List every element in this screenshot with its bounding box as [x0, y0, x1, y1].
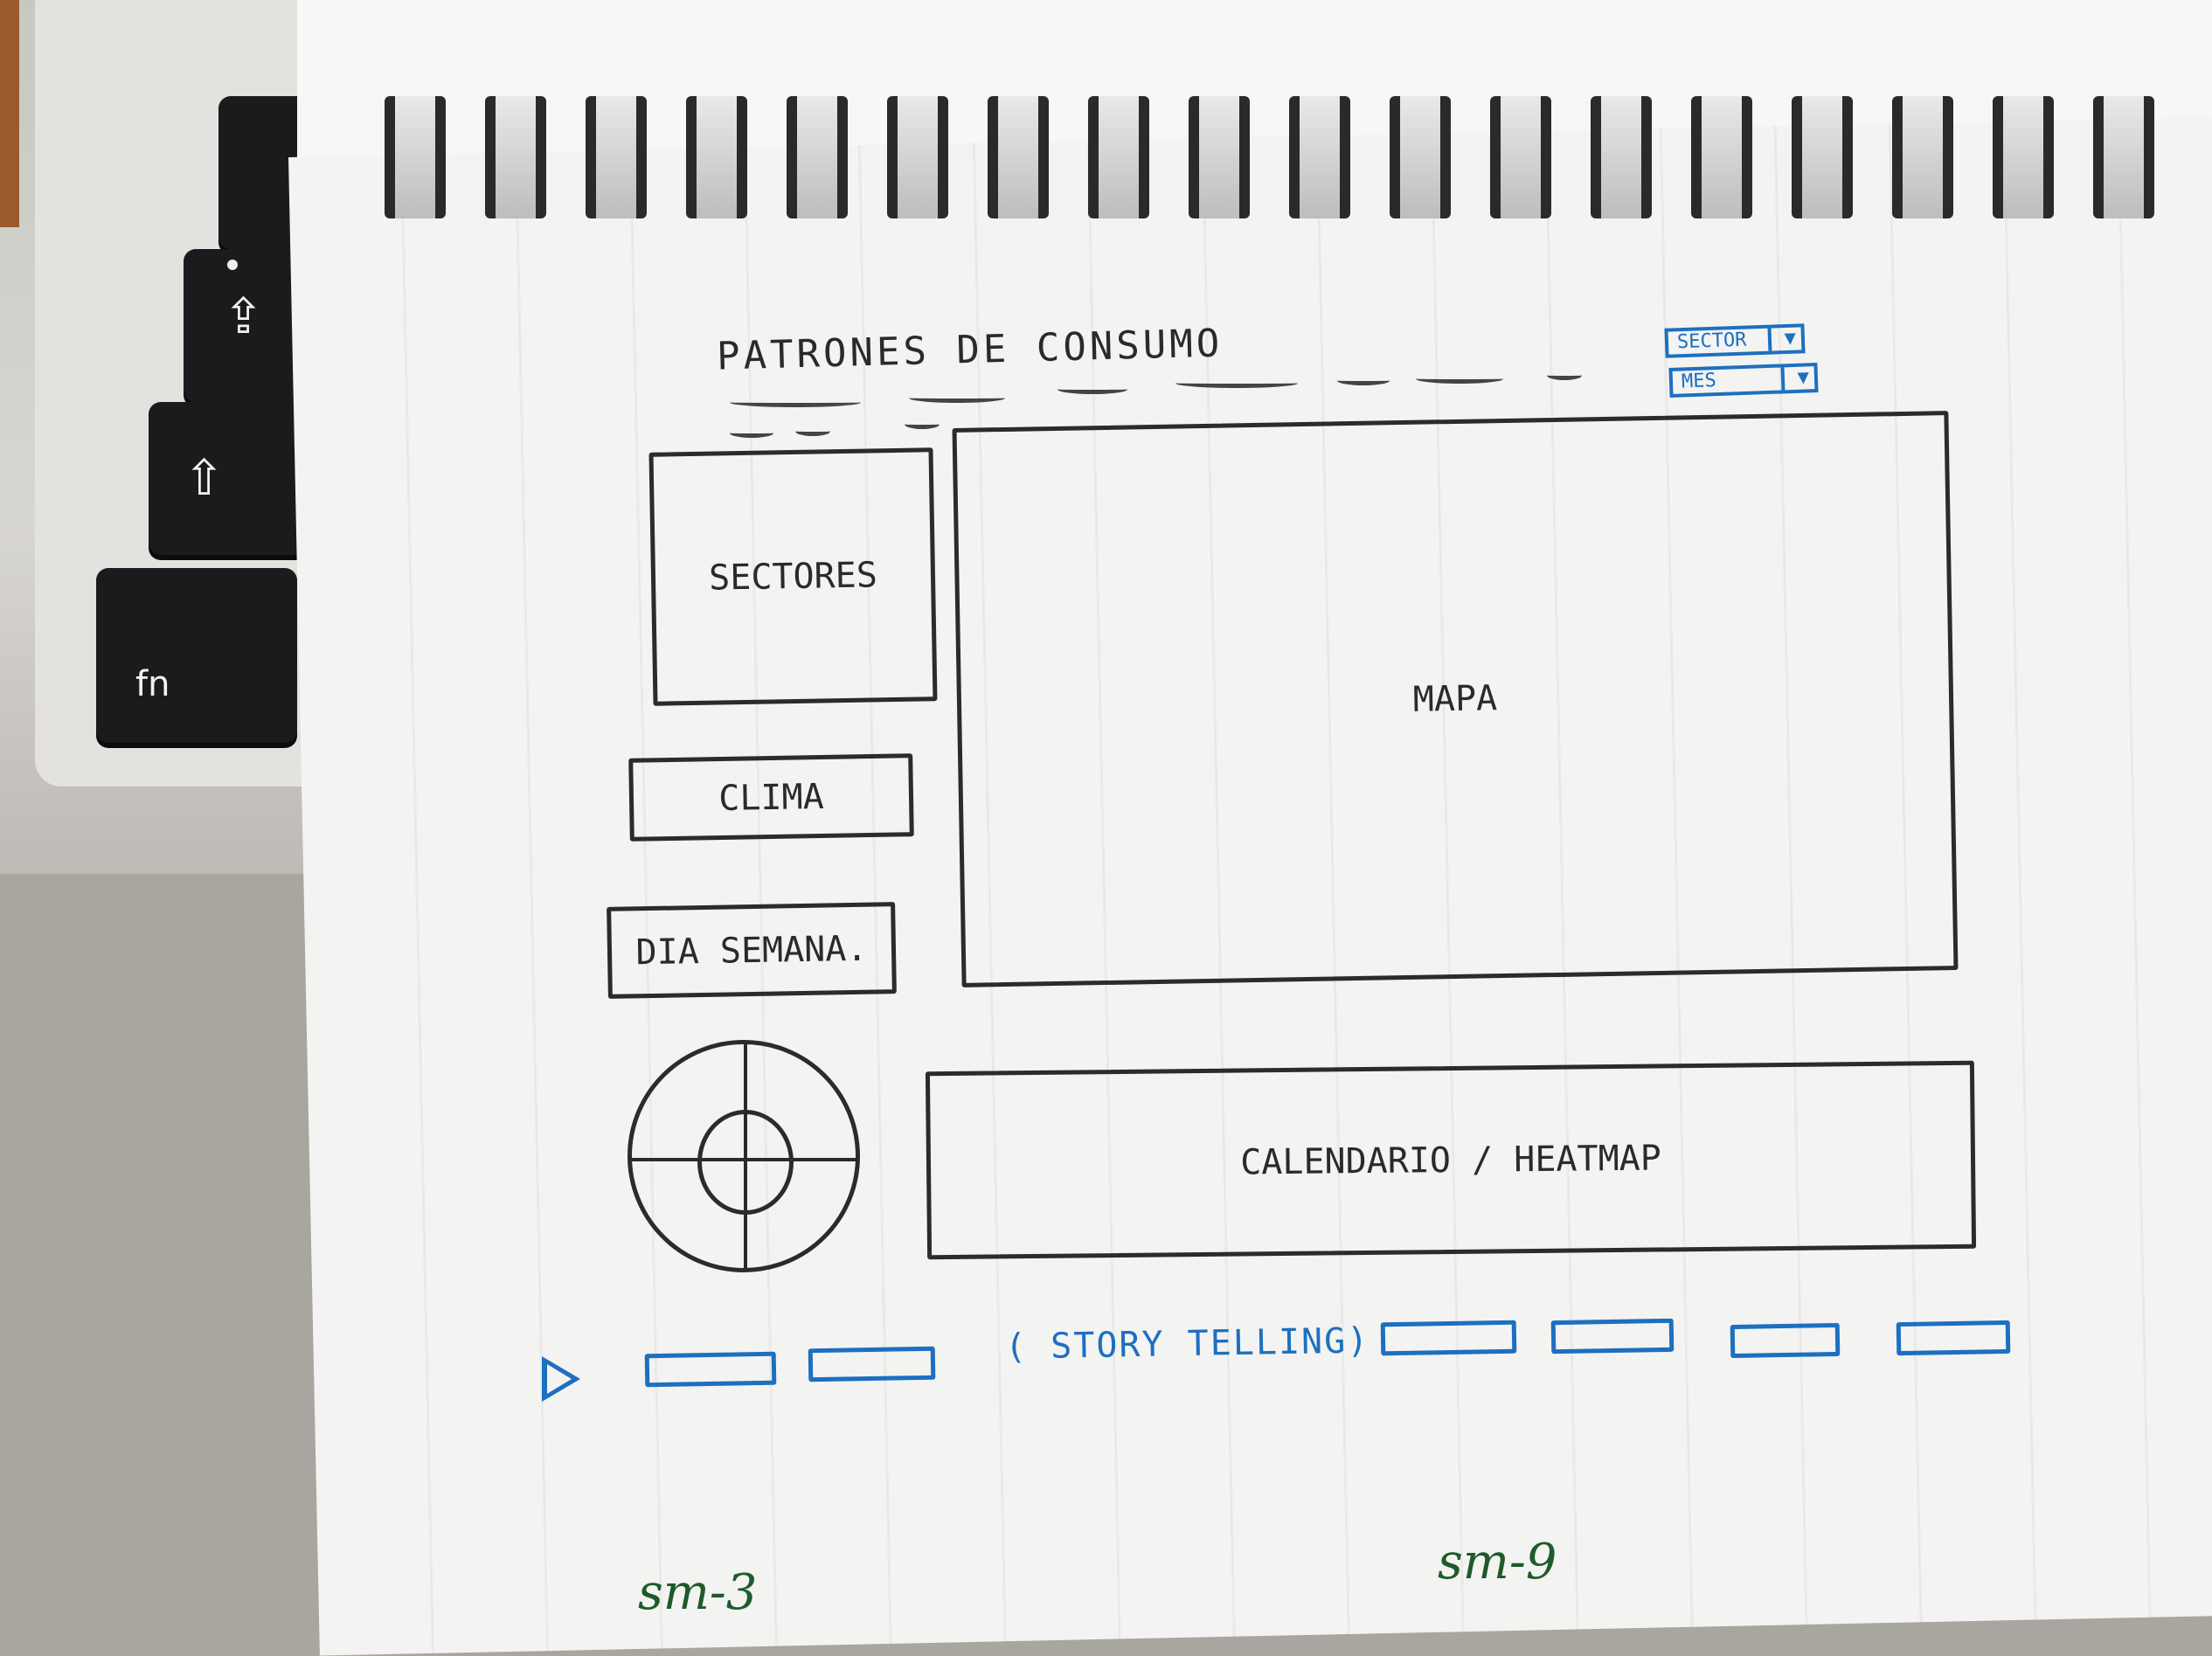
- fn-key-label: fn: [135, 664, 170, 704]
- story-step-button[interactable]: [644, 1351, 777, 1388]
- subtitle-scribble: [1547, 371, 1582, 380]
- play-icon[interactable]: [542, 1356, 580, 1402]
- sector-select-label: SECTOR: [1676, 329, 1747, 354]
- spiral-ring: [2093, 96, 2154, 218]
- calendario-heatmap-panel[interactable]: CALENDARIO / HEATMAP: [925, 1060, 1977, 1260]
- dia-semana-panel[interactable]: DIA SEMANA.: [607, 902, 897, 999]
- mapa-panel-label: MAPA: [1412, 678, 1498, 720]
- story-step-button[interactable]: [1550, 1318, 1675, 1355]
- subtitle-scribble: [1337, 376, 1390, 385]
- mapa-panel[interactable]: MAPA: [952, 411, 1959, 987]
- sector-select[interactable]: SECTOR ▼: [1664, 323, 1806, 358]
- spiral-ring: [1892, 96, 1953, 218]
- spiral-ring: [1189, 96, 1250, 218]
- radial-chart-sketch: [628, 1040, 860, 1272]
- spiral-ring: [1691, 96, 1752, 218]
- chevron-down-icon: ▼: [1784, 327, 1797, 350]
- story-step-button[interactable]: [1730, 1322, 1841, 1359]
- subtitle-scribble: [795, 426, 830, 436]
- clima-panel-label: CLIMA: [718, 776, 825, 819]
- spiral-ring: [1490, 96, 1551, 218]
- fn-key[interactable]: fn: [96, 568, 297, 743]
- clima-panel[interactable]: CLIMA: [628, 753, 914, 842]
- select-divider: [1780, 367, 1786, 391]
- spiral-ring: [1289, 96, 1350, 218]
- month-select[interactable]: MES ▼: [1668, 363, 1819, 398]
- sectores-panel[interactable]: SECTORES: [648, 447, 938, 706]
- spiral-ring: [887, 96, 948, 218]
- left-column-width-note: sm-3: [638, 1564, 758, 1621]
- desk-surface: [0, 0, 19, 227]
- spiral-ring: [485, 96, 546, 218]
- month-select-label: MES: [1681, 370, 1717, 393]
- spiral-ring: [1390, 96, 1451, 218]
- spiral-ring: [586, 96, 647, 218]
- spiral-ring: [1993, 96, 2054, 218]
- spiral-ring: [1591, 96, 1652, 218]
- spiral-ring: [988, 96, 1049, 218]
- select-divider: [1767, 328, 1772, 351]
- story-step-button[interactable]: [808, 1346, 936, 1382]
- caps-lock-indicator: [227, 260, 238, 270]
- right-column-width-note: sm-9: [1438, 1534, 1557, 1590]
- shift-key-label: ⇧: [184, 450, 225, 507]
- caps-lock-key-label: ⇪: [223, 288, 264, 345]
- spiral-ring: [385, 96, 446, 218]
- spiral-ring: [787, 96, 848, 218]
- radial-chart-axis: [744, 1044, 747, 1268]
- subtitle-scribble: [1416, 374, 1503, 384]
- dia-semana-panel-label: DIA SEMANA.: [635, 928, 868, 973]
- subtitle-scribble: [909, 393, 1005, 403]
- story-step-button[interactable]: [1380, 1320, 1517, 1356]
- spiral-binding: [385, 96, 2211, 227]
- subtitle-scribble: [1057, 385, 1127, 394]
- spiral-ring: [1088, 96, 1149, 218]
- storytelling-label: ( STORY TELLING): [1004, 1320, 1370, 1368]
- spiral-ring: [1792, 96, 1853, 218]
- subtitle-scribble: [905, 419, 940, 429]
- subtitle-scribble: [1175, 378, 1298, 388]
- story-step-button[interactable]: [1896, 1320, 2011, 1356]
- calendario-heatmap-panel-label: CALENDARIO / HEATMAP: [1239, 1137, 1662, 1183]
- subtitle-scribble: [730, 398, 861, 407]
- subtitle-scribble: [730, 428, 773, 438]
- chevron-down-icon: ▼: [1797, 366, 1810, 389]
- sectores-panel-label: SECTORES: [708, 555, 878, 599]
- spiral-ring: [686, 96, 747, 218]
